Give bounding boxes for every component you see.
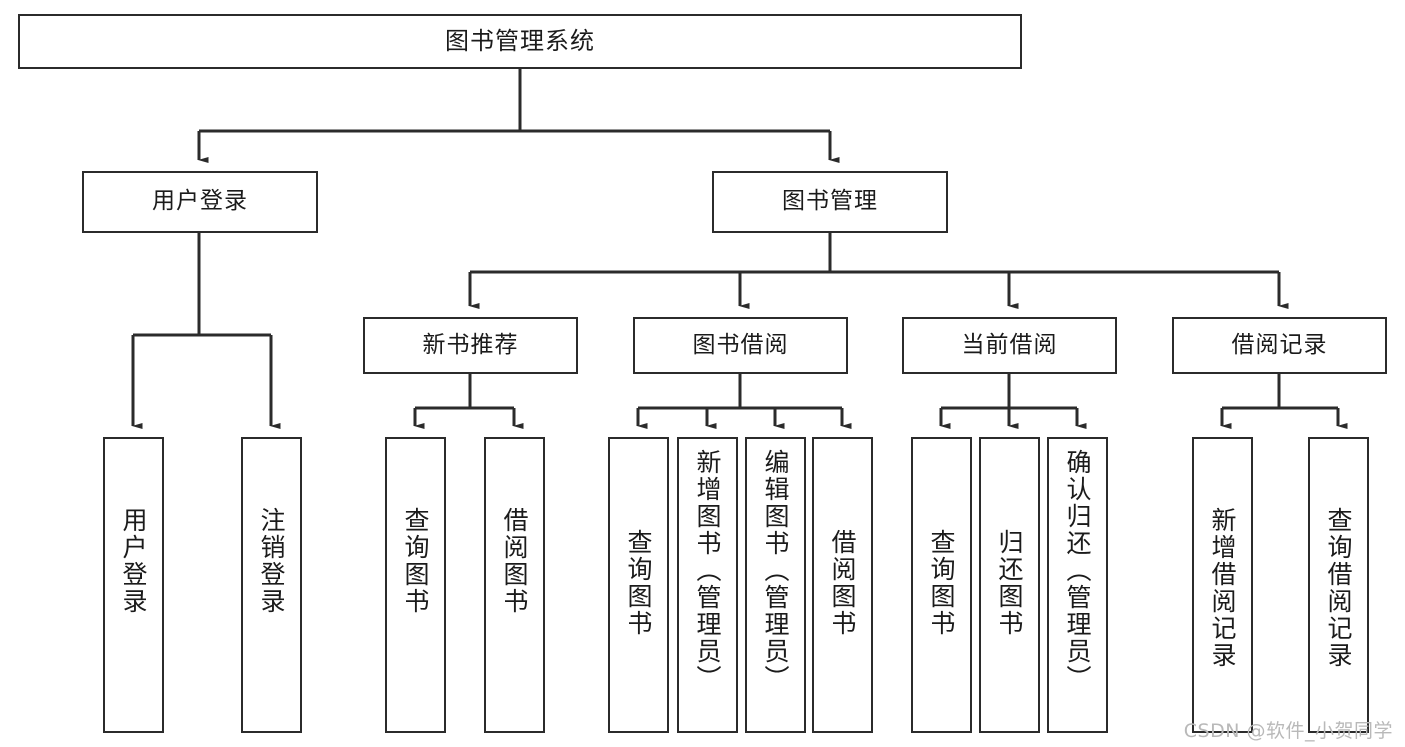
leaf-br-query-record-label: 查询借阅记录	[1324, 507, 1353, 669]
node-root-label: 图书管理系统	[445, 27, 595, 56]
leaf-nb-borrow-book-label: 借阅图书	[500, 507, 529, 615]
leaf-bb-borrow-book[interactable]: 借阅图书	[812, 437, 873, 733]
leaf-logout[interactable]: 注销登录	[241, 437, 302, 733]
leaf-bb-edit-book-admin-label: 编辑图书（管理员）	[761, 449, 790, 692]
leaf-br-add-record[interactable]: 新增借阅记录	[1192, 437, 1253, 733]
leaf-bb-edit-book-admin[interactable]: 编辑图书（管理员）	[745, 437, 806, 733]
leaf-user-login[interactable]: 用户登录	[103, 437, 164, 733]
leaf-br-add-record-label: 新增借阅记录	[1208, 507, 1237, 669]
node-borrow-record[interactable]: 借阅记录	[1172, 317, 1387, 374]
leaf-nb-query-book[interactable]: 查询图书	[385, 437, 446, 733]
node-book-borrow-label: 图书借阅	[692, 331, 789, 358]
node-current-borrow-label: 当前借阅	[961, 331, 1058, 358]
node-current-borrow[interactable]: 当前借阅	[902, 317, 1117, 374]
leaf-bb-add-book-admin[interactable]: 新增图书（管理员）	[677, 437, 738, 733]
node-user-login[interactable]: 用户登录	[82, 171, 318, 233]
leaf-nb-query-book-label: 查询图书	[401, 507, 430, 615]
leaf-logout-label: 注销登录	[257, 507, 286, 615]
leaf-bb-borrow-book-label: 借阅图书	[828, 529, 857, 637]
leaf-cb-return-book-label: 归还图书	[995, 529, 1024, 637]
node-book-manage[interactable]: 图书管理	[712, 171, 948, 233]
node-user-login-label: 用户登录	[152, 188, 248, 215]
leaf-cb-query-book-label: 查询图书	[927, 529, 956, 637]
leaf-user-login-label: 用户登录	[119, 507, 148, 615]
leaf-br-query-record[interactable]: 查询借阅记录	[1308, 437, 1369, 733]
node-new-book-recommend-label: 新书推荐	[422, 331, 519, 358]
node-borrow-record-label: 借阅记录	[1231, 331, 1328, 358]
leaf-cb-confirm-return-admin[interactable]: 确认归还（管理员）	[1047, 437, 1108, 733]
node-root-system[interactable]: 图书管理系统	[18, 14, 1022, 69]
leaf-bb-query-book-label: 查询图书	[624, 529, 653, 637]
leaf-cb-confirm-return-admin-label: 确认归还（管理员）	[1063, 449, 1092, 692]
leaf-cb-query-book[interactable]: 查询图书	[911, 437, 972, 733]
leaf-bb-add-book-admin-label: 新增图书（管理员）	[693, 449, 722, 692]
csdn-watermark: CSDN @软件_小贺同学	[1183, 720, 1393, 742]
leaf-cb-return-book[interactable]: 归还图书	[979, 437, 1040, 733]
leaf-bb-query-book[interactable]: 查询图书	[608, 437, 669, 733]
node-book-borrow[interactable]: 图书借阅	[633, 317, 848, 374]
node-book-manage-label: 图书管理	[782, 188, 878, 215]
leaf-nb-borrow-book[interactable]: 借阅图书	[484, 437, 545, 733]
node-new-book-recommend[interactable]: 新书推荐	[363, 317, 578, 374]
